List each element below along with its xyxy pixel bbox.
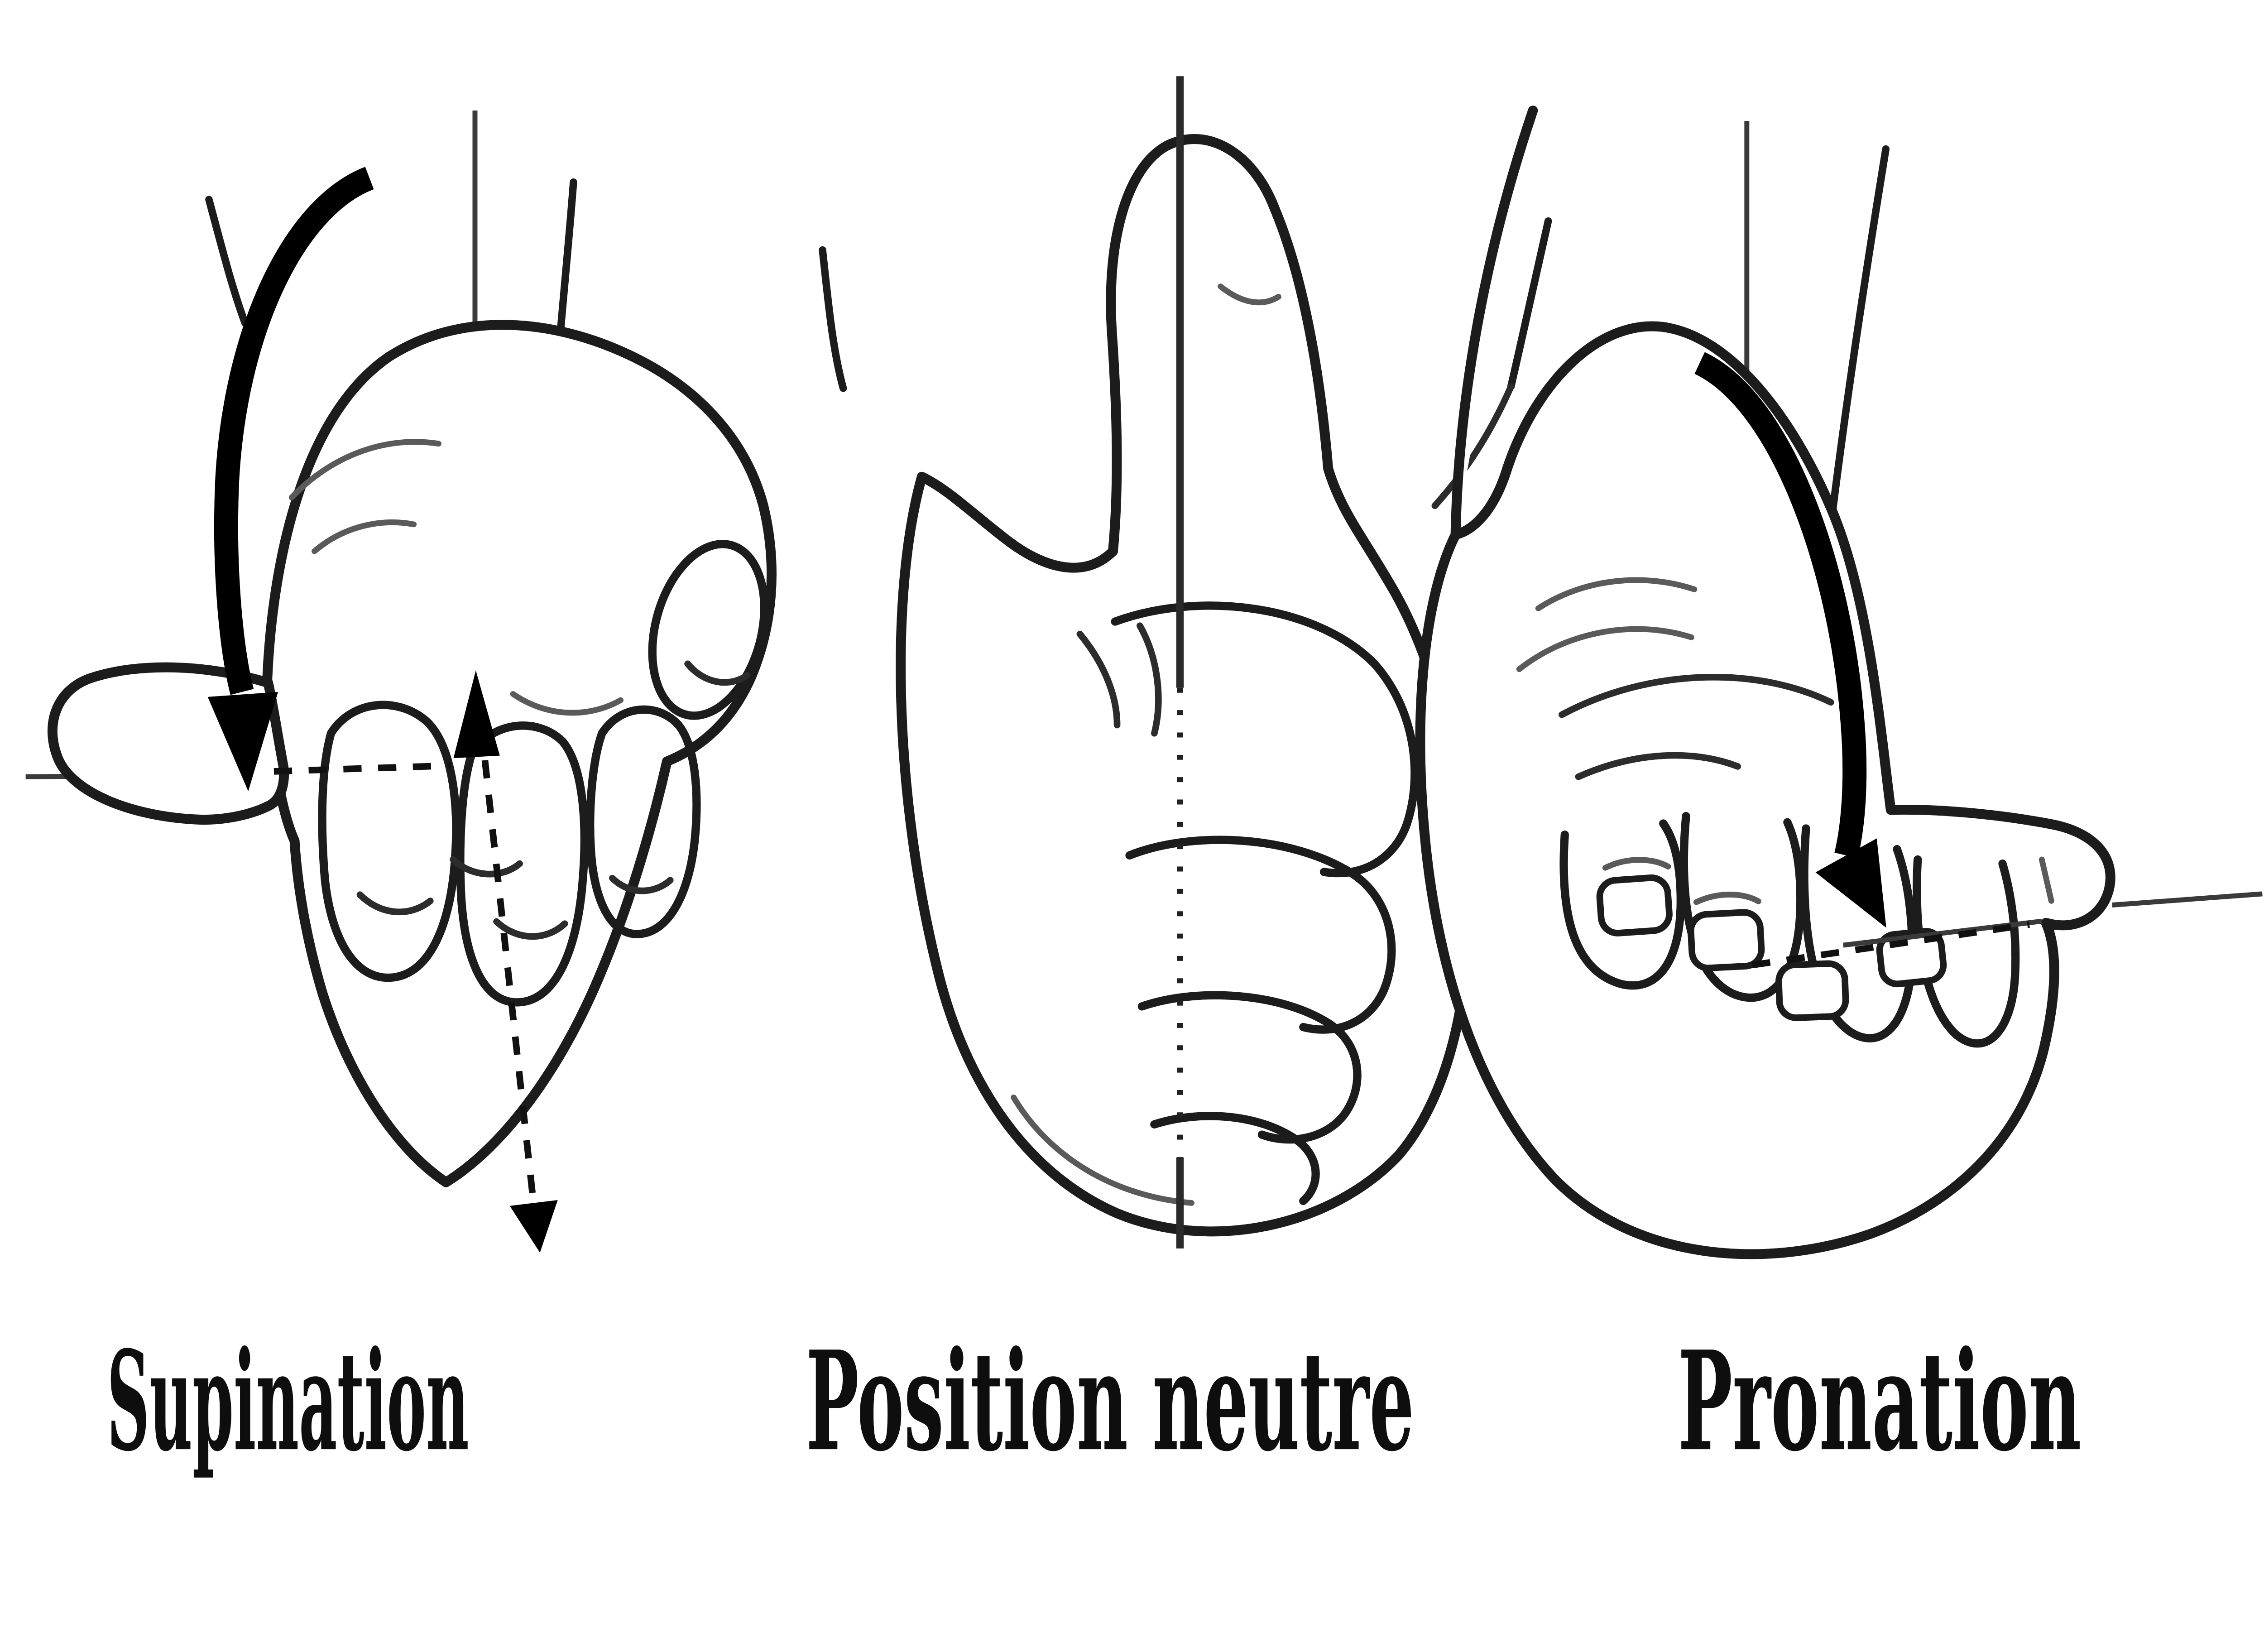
fist-outline xyxy=(262,320,777,1187)
wrist-crease xyxy=(312,519,417,554)
finger-pinky xyxy=(648,540,769,720)
forearm-line-right xyxy=(556,178,577,348)
thumb-crease xyxy=(2039,856,2054,904)
nail-fold xyxy=(1602,857,1671,871)
rotation-arrow xyxy=(1694,352,1867,859)
wrist-crease xyxy=(1535,577,1698,611)
horizontal-dashed-line xyxy=(1751,921,2030,969)
finger-pinky xyxy=(1150,1112,1320,1205)
panel-label-neutral: Position neutre xyxy=(806,1321,1414,1482)
horizontal-dashed-line xyxy=(273,762,451,775)
fingernail xyxy=(1596,874,1673,936)
finger-crease xyxy=(356,891,434,916)
finger-index xyxy=(318,701,460,982)
panel-supination xyxy=(25,110,777,1253)
web-crease xyxy=(1076,630,1121,729)
finger-middle xyxy=(456,721,589,1007)
rotation-arrowhead-icon xyxy=(1815,838,1886,928)
fingernail xyxy=(1775,960,1849,1021)
finger-ring xyxy=(586,705,701,938)
panel-label-pronation: Pronation xyxy=(1678,1321,2082,1482)
rotation-arrow xyxy=(214,167,374,695)
knuckle-ridge xyxy=(1559,674,1834,718)
palm-heel-crease xyxy=(1011,1095,1194,1206)
axis-arrowhead-up-icon xyxy=(453,670,500,759)
finger-ring xyxy=(1137,991,1362,1144)
horizontal-reference-line xyxy=(2112,891,2263,908)
panel-pronation xyxy=(1415,106,2263,1259)
fingernail xyxy=(1687,909,1765,971)
panel-neutral xyxy=(819,76,1552,1249)
finger-index xyxy=(1111,601,1419,878)
forearm-line-left xyxy=(819,246,847,392)
finger-middle xyxy=(1800,824,1916,1042)
panel-label-supination: Supination xyxy=(107,1321,469,1482)
knuckle-ridge xyxy=(1575,752,1741,780)
axis-arrowhead-down-icon xyxy=(509,1200,558,1253)
finger-pinky xyxy=(1559,819,1685,990)
finger-crease xyxy=(493,918,568,940)
nail-fold xyxy=(1693,892,1761,905)
web-crease xyxy=(1137,622,1162,737)
forearm-line-left xyxy=(205,196,249,327)
finger-ring xyxy=(1679,812,1805,1002)
wrist-crease xyxy=(1516,626,1694,672)
finger-crease xyxy=(684,660,751,686)
palm-crease xyxy=(510,691,624,716)
finger-crease xyxy=(450,856,523,878)
finger-middle xyxy=(1125,836,1396,1034)
forearm-line-right xyxy=(1507,217,1552,390)
rotation-arrowhead-icon xyxy=(207,692,278,792)
forearm-line-right xyxy=(1829,145,1890,513)
hand-outline xyxy=(896,134,1473,1237)
wrist-crease xyxy=(288,439,441,500)
wrist-line xyxy=(1431,383,1515,509)
finger-crease xyxy=(609,874,674,894)
rotation-axis-dashed xyxy=(481,759,537,1205)
thumb-crease xyxy=(1218,283,1281,306)
